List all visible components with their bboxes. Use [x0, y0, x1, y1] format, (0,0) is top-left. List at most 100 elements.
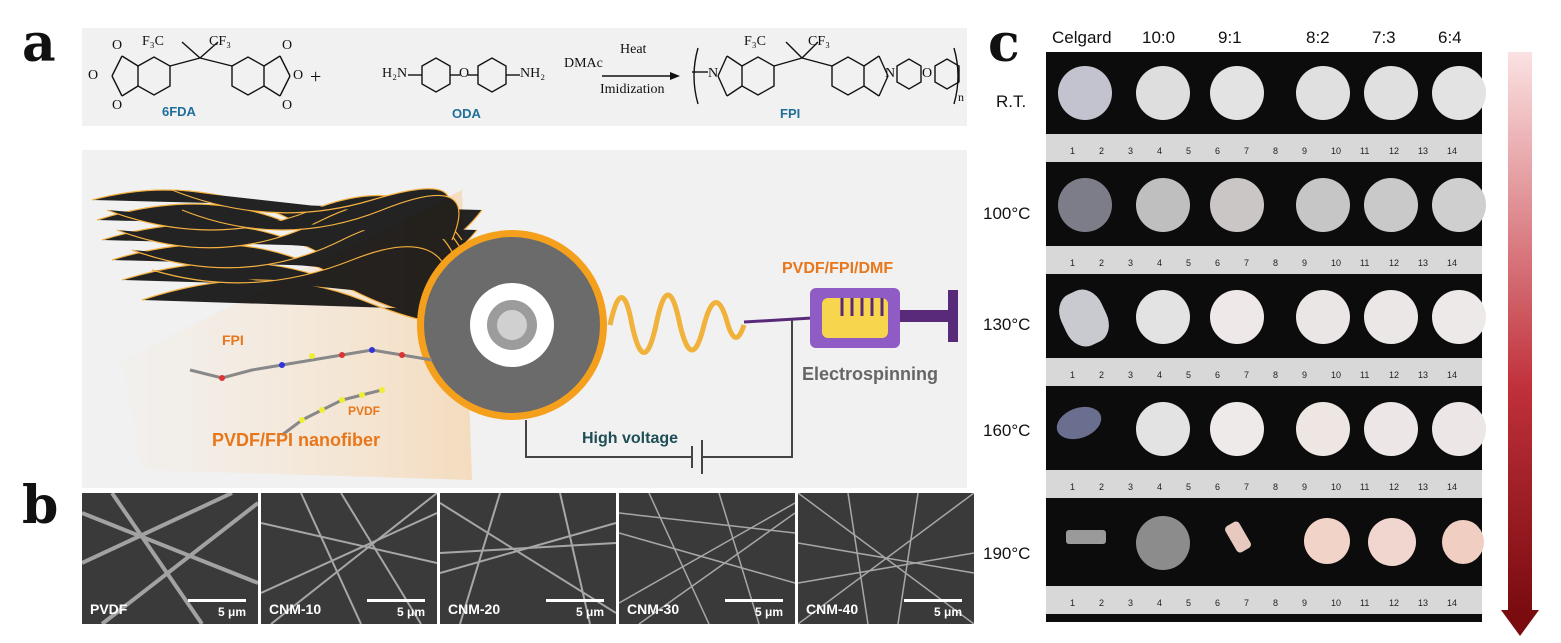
ruler-tick: 7	[1244, 258, 1250, 268]
ruler-tick: 12	[1389, 146, 1400, 156]
f3c-label: F₃C	[142, 34, 165, 49]
fpi-cf3-label: CF₃	[808, 34, 831, 49]
ruler-tick: 2	[1099, 370, 1105, 380]
ruler-tick: 2	[1099, 598, 1105, 608]
ruler-tick: 2	[1099, 146, 1105, 156]
sem-label: CNM-20	[448, 601, 501, 617]
electrospinning-label: Electrospinning	[802, 364, 939, 384]
sample-disc	[1368, 518, 1416, 566]
sample-disc	[1136, 516, 1190, 570]
ruler-tick: 10	[1331, 258, 1342, 268]
panel-c-letter: c	[988, 13, 1020, 74]
ruler-tick: 11	[1360, 146, 1370, 156]
o-label-6: O	[282, 98, 293, 113]
h2n-label: H₂N	[382, 66, 408, 81]
scale-bar	[725, 599, 783, 602]
ruler-tick: 8	[1273, 370, 1279, 380]
scale-bar	[904, 599, 962, 602]
syringe-plunger	[900, 310, 950, 322]
sample-disc	[1304, 518, 1350, 564]
sem-fibers	[261, 493, 437, 624]
needle	[743, 316, 813, 324]
temperature-arrow-head	[1501, 610, 1539, 636]
sem-fibers	[440, 493, 616, 624]
col-header-6-4: 6:4	[1438, 28, 1462, 47]
nh2-label: NH₂	[520, 66, 546, 81]
col-header-7-3: 7:3	[1372, 28, 1396, 47]
circuit-wire-right	[702, 320, 793, 458]
ruler-tick: 6	[1215, 370, 1221, 380]
scale-text: 5 μm	[575, 605, 604, 619]
repeat-n: n	[958, 90, 964, 104]
ruler-tick: 10	[1331, 146, 1342, 156]
scale-text: 5 μm	[217, 605, 246, 619]
sample-disc	[1296, 402, 1350, 456]
ruler-tick: 14	[1447, 258, 1458, 268]
electrospinning-illustration: FPI PVDF PVDF/FPI nanofiber PVDF/FPI/DMF…	[82, 150, 967, 488]
ruler-tick: 9	[1302, 258, 1308, 268]
ruler-tick: 7	[1244, 146, 1250, 156]
sample-disc	[1210, 402, 1264, 456]
sample-disc	[1432, 402, 1486, 456]
pvdf-molecule	[281, 387, 385, 437]
ruler-tick: 4	[1157, 258, 1163, 268]
ruler-tick: 8	[1273, 598, 1279, 608]
sample-disc	[1364, 402, 1418, 456]
sample-disc	[1066, 530, 1106, 544]
ruler-tick: 5	[1186, 370, 1192, 380]
sample-disc	[1210, 178, 1264, 232]
solution-label: PVDF/FPI/DMF	[782, 260, 894, 277]
ruler-tick: 14	[1447, 146, 1458, 156]
ruler-tick: 9	[1302, 482, 1308, 492]
ruler-tick: 6	[1215, 598, 1221, 608]
circuit-wire-left	[525, 420, 692, 458]
sample-disc	[1058, 66, 1112, 120]
row-header-rt: R.T.	[996, 92, 1027, 111]
reaction-scheme-svg	[111, 41, 960, 105]
sem-label: CNM-40	[806, 601, 859, 617]
ruler-tick: 4	[1157, 598, 1163, 608]
syringe-liquid	[822, 298, 888, 338]
ruler-tick: 14	[1447, 370, 1458, 380]
o-label-4: O	[282, 38, 293, 53]
sample-disc	[1442, 520, 1484, 564]
ruler-tick: 3	[1128, 598, 1134, 608]
ruler-tick: 4	[1157, 482, 1163, 492]
ruler-tick: 6	[1215, 258, 1221, 268]
sample-disc	[1136, 66, 1190, 120]
sem-fibers	[619, 493, 795, 624]
ruler-tick: 5	[1186, 598, 1192, 608]
scale-text: 5 μm	[933, 605, 962, 619]
ruler-tick: 5	[1186, 146, 1192, 156]
ruler-tick: 10	[1331, 598, 1342, 608]
sample-disc	[1432, 290, 1486, 344]
reaction-scheme: F₃C CF₃ O O O O O O 6FDA + H₂N O NH₂ ODA…	[82, 28, 967, 126]
ruler-tick: 1	[1070, 482, 1076, 492]
plus-sign: +	[310, 66, 322, 88]
ruler-tick: 13	[1418, 482, 1429, 492]
ruler-tick: 10	[1331, 370, 1342, 380]
temperature-arrow	[1508, 52, 1532, 612]
label-6fda: 6FDA	[162, 104, 196, 119]
ruler-tick: 1	[1070, 146, 1076, 156]
sem-fibers	[798, 493, 974, 624]
ruler-tick: 4	[1157, 370, 1163, 380]
ruler-tick: 4	[1157, 146, 1163, 156]
fiber-jet	[607, 292, 747, 355]
high-voltage-label: High voltage	[582, 430, 679, 447]
ruler-tick: 9	[1302, 146, 1308, 156]
sample-disc	[1210, 290, 1264, 344]
sem-label: PVDF	[90, 601, 128, 617]
ruler-tick: 13	[1418, 146, 1429, 156]
electrospinning-svg	[91, 188, 958, 480]
scale-bar	[188, 599, 246, 602]
ruler-tick: 5	[1186, 258, 1192, 268]
ruler-tick: 12	[1389, 258, 1400, 268]
sample-disc	[1432, 66, 1486, 120]
ruler-tick: 11	[1360, 258, 1370, 268]
col-header-10-0: 10:0	[1142, 28, 1176, 47]
